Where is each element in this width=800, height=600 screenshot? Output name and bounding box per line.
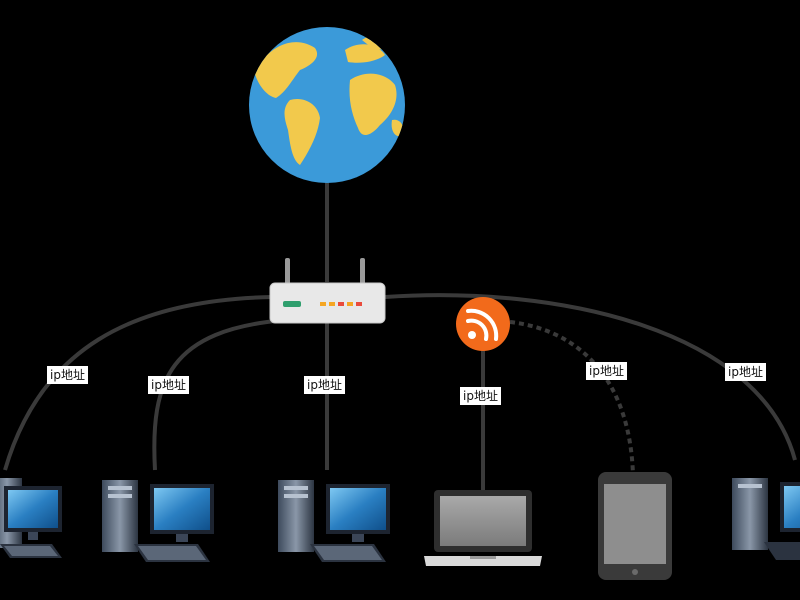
desktop-pc-icon [102,480,214,562]
desktop-pc-icon [732,478,800,560]
ip-label-desktop-3: ip地址 [304,376,345,394]
ip-label-tablet: ip地址 [586,362,627,380]
rss-wifi-icon [456,297,510,351]
desktop-pc-icon [278,480,390,562]
laptop-icon [424,490,542,566]
tablet-icon [598,472,672,580]
edge-router-desktop-2 [152,318,286,471]
desktop-pc-icon [0,478,62,558]
edge-router-desktop-4 [384,293,797,461]
ip-label-desktop-2: ip地址 [148,376,189,394]
ip-label-desktop-1: ip地址 [47,366,88,384]
connection-lines [3,180,797,492]
ip-label-laptop: ip地址 [460,387,501,405]
globe-icon [249,27,405,183]
edge-router-desktop-1 [3,295,273,471]
edge-wireless-tablet [509,320,635,476]
ip-label-desktop-4: ip地址 [725,363,766,381]
router-icon [269,258,386,324]
